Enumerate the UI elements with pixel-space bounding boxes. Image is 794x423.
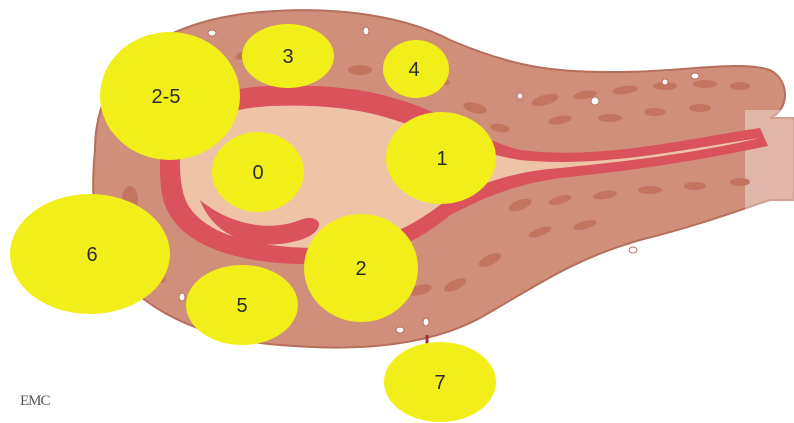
label-6: 6 <box>86 244 97 266</box>
label-4: 4 <box>408 59 419 81</box>
label-7: 7 <box>434 372 445 394</box>
label-2-5: 2-5 <box>152 86 181 108</box>
label-5: 5 <box>236 295 247 317</box>
label-1: 1 <box>436 148 447 170</box>
illustrator-credit: EMC <box>20 393 50 410</box>
fade-edge <box>745 110 794 210</box>
label-2: 2 <box>355 258 366 280</box>
label-3: 3 <box>282 46 293 68</box>
label-0: 0 <box>252 162 263 184</box>
